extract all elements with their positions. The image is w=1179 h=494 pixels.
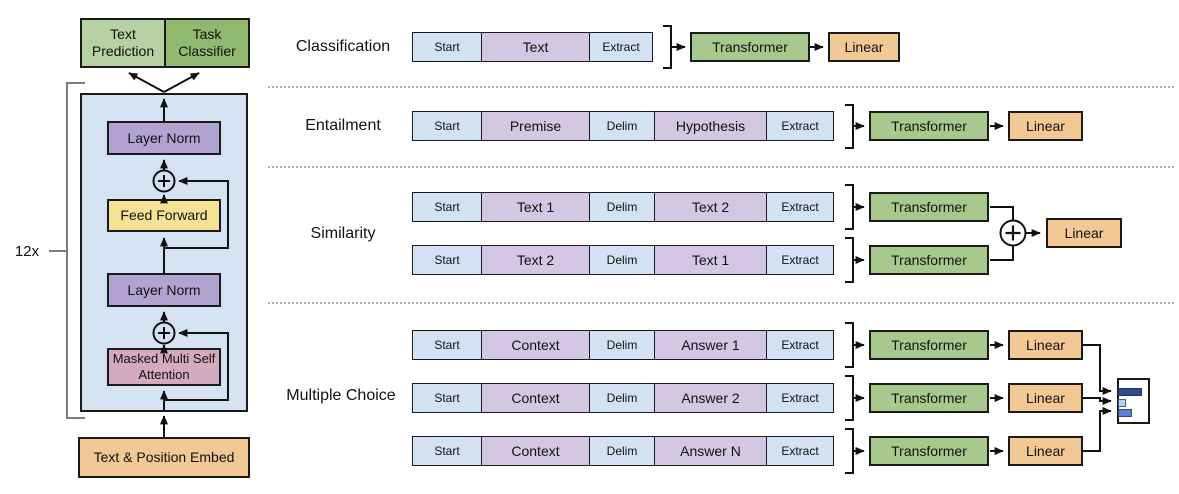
linear-label: Linear — [1064, 224, 1104, 241]
transformer-label: Transformer — [891, 389, 967, 406]
token-start: Start — [412, 111, 482, 141]
token-sequence-similarity-2: Start Text 2 Delim Text 1 Extract — [412, 245, 834, 275]
task-label-similarity: Similarity — [310, 225, 376, 242]
add-icon — [999, 219, 1027, 247]
linear-box: Linear — [1008, 383, 1083, 413]
transformer-box: Transformer — [869, 436, 989, 466]
token-extract: Extract — [766, 330, 834, 360]
layer-norm-bottom-box: Layer Norm — [107, 273, 221, 307]
linear-label: Linear — [1026, 389, 1065, 406]
transformer-label: Transformer — [891, 442, 967, 459]
embed-label: Text & Position Embed — [93, 449, 235, 466]
transformer-label: Transformer — [891, 117, 967, 134]
task-label-multiple-choice: Multiple Choice — [286, 387, 396, 404]
token-delim: Delim — [589, 383, 655, 413]
token-start: Start — [412, 192, 482, 222]
token-delim: Delim — [589, 111, 655, 141]
token-sequence-choice-n: Start Context Delim Answer N Extract — [412, 436, 834, 466]
transformer-box: Transformer — [690, 32, 810, 62]
output-box-task-classifier: Task Classifier — [164, 18, 250, 68]
token-text-2: Text 2 — [480, 245, 591, 275]
token-sequence-choice-2: Start Context Delim Answer 2 Extract — [412, 383, 834, 413]
score-bar-2 — [1118, 399, 1126, 407]
feed-forward-label: Feed Forward — [120, 207, 208, 224]
linear-box: Linear — [1046, 218, 1122, 248]
embed-box: Text & Position Embed — [78, 437, 250, 478]
transformer-box: Transformer — [869, 192, 989, 222]
answer-score-chart — [1117, 378, 1150, 424]
transformer-box: Transformer — [869, 245, 989, 275]
separator-line — [268, 86, 1174, 88]
token-context: Context — [480, 436, 591, 466]
token-delim: Delim — [589, 330, 655, 360]
layer-norm-label: Layer Norm — [127, 129, 201, 146]
separator-line — [268, 166, 1174, 168]
transformer-box: Transformer — [869, 111, 989, 141]
layer-norm-top-box: Layer Norm — [107, 121, 221, 155]
token-extract: Extract — [766, 245, 834, 275]
masked-attention-label: Masked Multi Self Attention — [112, 351, 216, 382]
token-context: Context — [480, 383, 591, 413]
token-start: Start — [412, 32, 482, 62]
transformer-label: Transformer — [712, 38, 788, 55]
similarity-merge-lines — [990, 206, 1041, 261]
linear-label: Linear — [1026, 336, 1065, 353]
token-delim: Delim — [589, 436, 655, 466]
masked-attention-box: Masked Multi Self Attention — [107, 348, 221, 386]
token-context: Context — [480, 330, 591, 360]
choice-merge-lines — [1083, 344, 1112, 452]
linear-box: Linear — [1008, 330, 1083, 360]
linear-label: Linear — [1026, 442, 1065, 459]
linear-box: Linear — [1008, 111, 1083, 141]
token-sequence-similarity-1: Start Text 1 Delim Text 2 Extract — [412, 192, 834, 222]
transformer-box: Transformer — [869, 330, 989, 360]
token-sequence-entailment: Start Premise Delim Hypothesis Extract — [412, 111, 834, 141]
token-start: Start — [412, 245, 482, 275]
transformer-label: Transformer — [891, 336, 967, 353]
token-extract: Extract — [766, 111, 834, 141]
token-text-1: Text 1 — [653, 245, 768, 275]
token-start: Start — [412, 383, 482, 413]
linear-box: Linear — [1008, 436, 1083, 466]
token-extract: Extract — [766, 436, 834, 466]
token-sequence-classification: Start Text Extract — [412, 32, 653, 62]
token-extract: Extract — [766, 383, 834, 413]
token-sequence-choice-1: Start Context Delim Answer 1 Extract — [412, 330, 834, 360]
transformer-box: Transformer — [869, 383, 989, 413]
separator-line — [268, 302, 1174, 304]
task-label-entailment: Entailment — [305, 117, 381, 134]
token-answer-n: Answer N — [653, 436, 768, 466]
linear-box: Linear — [828, 32, 900, 62]
linear-label: Linear — [844, 38, 884, 55]
token-text-1: Text 1 — [480, 192, 591, 222]
token-premise: Premise — [480, 111, 591, 141]
feed-forward-box: Feed Forward — [107, 199, 221, 232]
token-answer-1: Answer 1 — [653, 330, 768, 360]
output-box-text-prediction: Text Prediction — [80, 18, 166, 68]
token-delim: Delim — [589, 192, 655, 222]
token-hypothesis: Hypothesis — [653, 111, 768, 141]
score-bar-1 — [1118, 388, 1142, 396]
task-label-classification: Classification — [295, 38, 391, 55]
token-answer-2: Answer 2 — [653, 383, 768, 413]
layer-norm-label: Layer Norm — [127, 281, 201, 298]
transformer-label: Transformer — [891, 198, 967, 215]
score-bar-3 — [1118, 409, 1132, 417]
token-delim: Delim — [589, 245, 655, 275]
token-start: Start — [412, 436, 482, 466]
token-start: Start — [412, 330, 482, 360]
linear-label: Linear — [1026, 117, 1065, 134]
repeat-count-label: 12x — [14, 243, 40, 260]
token-text: Text — [480, 32, 591, 62]
token-extract: Extract — [766, 192, 834, 222]
text-prediction-label: Text Prediction — [91, 26, 155, 59]
token-extract: Extract — [589, 32, 653, 62]
transformer-label: Transformer — [891, 251, 967, 268]
task-classifier-label: Task Classifier — [178, 26, 236, 59]
token-text-2: Text 2 — [653, 192, 768, 222]
